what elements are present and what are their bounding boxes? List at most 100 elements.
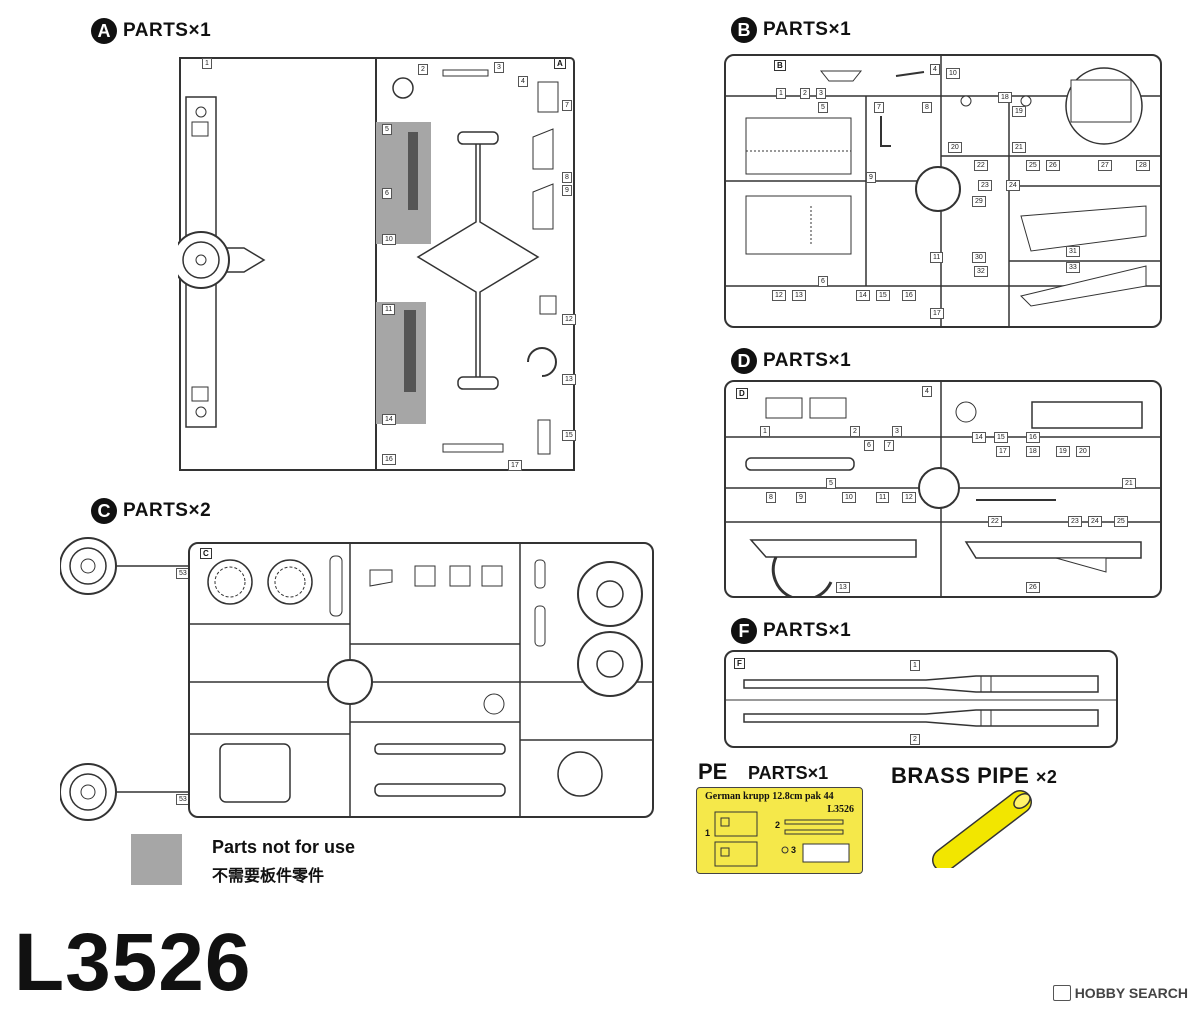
sprue-c-wheels: 53 53: [59, 530, 190, 830]
pe-part-number: 2: [775, 820, 781, 830]
part-number: 19: [1056, 446, 1070, 457]
part-number: 2: [418, 64, 428, 75]
brass-pipe-icon: [932, 790, 1032, 868]
section-d-badge: D: [731, 348, 757, 374]
brass-pipe-title: BRASS PIPE ×2: [891, 763, 1057, 789]
part-number: 25: [1114, 516, 1128, 527]
section-d-label: PARTS×1: [763, 350, 852, 371]
part-number: 22: [974, 160, 988, 171]
part-number: 1: [202, 58, 212, 69]
part-number: 10: [382, 234, 396, 245]
part-number: 12: [902, 492, 916, 503]
part-number: 17: [930, 308, 944, 319]
part-number: 25: [1026, 160, 1040, 171]
part-number: 28: [1136, 160, 1150, 171]
section-c-badge: C: [91, 498, 117, 524]
sprue-c: C: [188, 542, 654, 818]
part-number: 5: [826, 478, 836, 489]
part-number: 9: [562, 185, 572, 196]
part-number: 23: [1068, 516, 1082, 527]
part-number: 15: [562, 430, 576, 441]
part-number: 31: [1066, 246, 1080, 257]
part-number: 17: [996, 446, 1010, 457]
part-number: 22: [988, 516, 1002, 527]
section-f-header: F PARTS×1: [731, 618, 851, 644]
part-number: 1: [910, 660, 920, 671]
part-number: 2: [800, 88, 810, 99]
not-for-use-swatch: [131, 834, 182, 885]
sprue-b: B 1 2 3 4 5 6 7 8 9 10 11 12 13 14 15 16…: [724, 54, 1162, 328]
part-number: 1: [776, 88, 786, 99]
pe-part-number: 1: [705, 828, 711, 838]
sprue-c-letter: C: [200, 548, 212, 559]
part-number: 12: [562, 314, 576, 325]
pe-parts-label: PARTS×1: [748, 763, 829, 783]
section-a-badge: A: [91, 18, 117, 44]
part-number: 9: [866, 172, 876, 183]
part-number: 16: [382, 454, 396, 465]
sprue-f-letter: F: [734, 658, 745, 669]
part-number: 7: [874, 102, 884, 113]
sprue-c-drawing: [190, 544, 652, 816]
part-number: 33: [1066, 262, 1080, 273]
part-number: 26: [1026, 582, 1040, 593]
part-number: 23: [978, 180, 992, 191]
part-number: 27: [1098, 160, 1112, 171]
watermark-text: HOBBY SEARCH: [1074, 985, 1188, 1001]
part-number: 17: [508, 460, 522, 471]
sprue-b-letter: B: [774, 60, 786, 71]
part-number: 4: [930, 64, 940, 75]
brass-pipe-count: ×2: [1035, 767, 1058, 787]
part-number: 14: [972, 432, 986, 443]
part-number: 3: [816, 88, 826, 99]
part-number: 13: [562, 374, 576, 385]
part-number: 9: [796, 492, 806, 503]
sprue-a: A 1 2 3 4 5 6 7 8 9 10 11 12 13 14 15 16…: [136, 52, 578, 477]
part-number: 21: [1012, 142, 1026, 153]
pe-sheet: German krupp 12.8cm pak 44 L3526 1 2 3: [696, 787, 863, 874]
section-c-label: PARTS×2: [123, 500, 212, 521]
part-number: 2: [910, 734, 920, 745]
part-number: 24: [1088, 516, 1102, 527]
part-number: 6: [864, 440, 874, 451]
part-number: 32: [974, 266, 988, 277]
part-number: 4: [922, 386, 932, 397]
part-number: 8: [922, 102, 932, 113]
wheels-drawing: [59, 537, 188, 821]
section-d-header: D PARTS×1: [731, 348, 851, 374]
pe-sheet-code: L3526: [827, 804, 854, 815]
part-number: 10: [842, 492, 856, 503]
brass-pipe-label: BRASS PIPE: [891, 763, 1030, 788]
sprue-f: F 1 2: [724, 650, 1118, 748]
pe-sheet-header: German krupp 12.8cm pak 44: [705, 791, 834, 802]
part-number: 2: [850, 426, 860, 437]
sprue-d-drawing: [726, 382, 1160, 602]
part-number: 15: [876, 290, 890, 301]
part-number: 1: [760, 426, 770, 437]
part-number: 24: [1006, 180, 1020, 191]
part-number: 11: [876, 492, 890, 503]
part-number: 19: [1012, 106, 1026, 117]
part-number: 20: [1076, 446, 1090, 457]
part-number: 13: [836, 582, 850, 593]
pe-title: PE: [698, 759, 728, 784]
part-number: 3: [494, 62, 504, 73]
part-number: 11: [930, 252, 944, 263]
part-number: 18: [998, 92, 1012, 103]
part-number: 15: [994, 432, 1008, 443]
sprue-f-drawing: [726, 675, 1116, 727]
part-number: 8: [562, 172, 572, 183]
part-number: 4: [518, 76, 528, 87]
section-a-label: PARTS×1: [123, 20, 212, 41]
legend-english: Parts not for use: [212, 837, 356, 857]
part-number: 3: [892, 426, 902, 437]
part-number: 21: [1122, 478, 1136, 489]
part-number: 14: [856, 290, 870, 301]
part-number: 8: [766, 492, 776, 503]
part-number: 13: [792, 290, 806, 301]
part-number: 16: [1026, 432, 1040, 443]
sprue-d: D 1 2 3 4 5 6 7 8 9 10 11 12 13 14 15 16…: [724, 380, 1162, 602]
part-number: 30: [972, 252, 986, 263]
part-number: 10: [946, 68, 960, 79]
part-number: 26: [1046, 160, 1060, 171]
